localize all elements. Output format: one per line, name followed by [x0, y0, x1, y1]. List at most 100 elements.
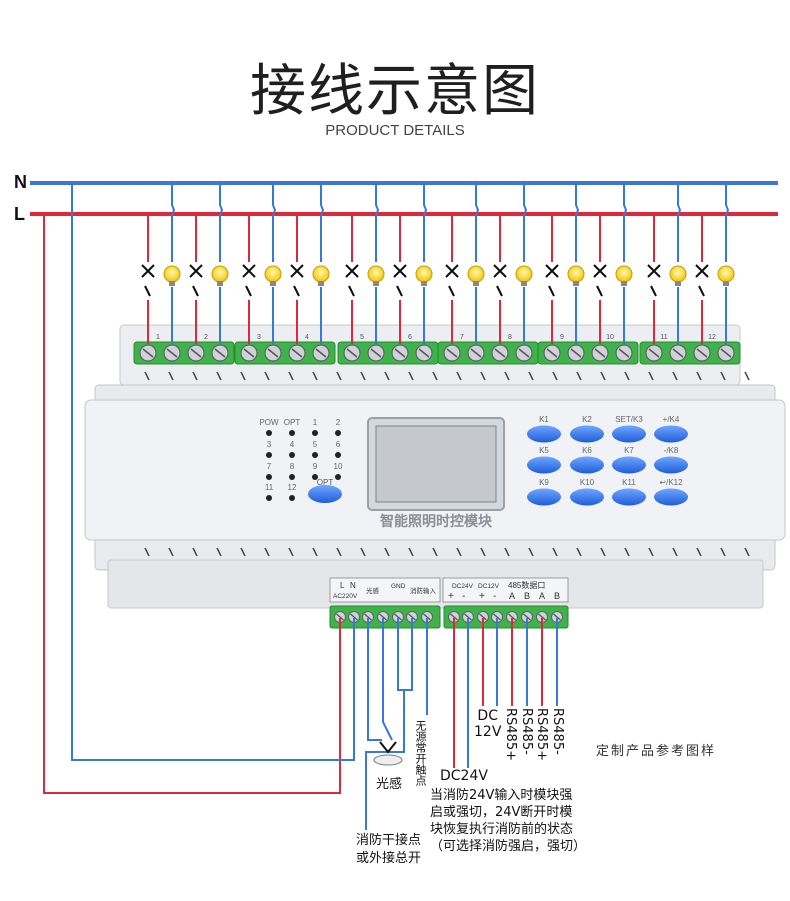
- bottom-terminal-screw-slot: [523, 613, 531, 621]
- vent-tick: [264, 371, 270, 381]
- term-label-rs485: 485数据口: [508, 580, 545, 590]
- key-button[interactable]: [654, 425, 688, 443]
- vent-tick: [696, 371, 702, 381]
- channel-neutral-wire: [171, 185, 176, 262]
- vent-tick: [288, 371, 294, 381]
- terminal-screw-slot: [291, 348, 303, 358]
- vent-tick: [264, 547, 270, 557]
- vent-tick: [720, 547, 726, 557]
- bulb-base-icon: [573, 281, 579, 286]
- bottom-terminal-screw-slot: [493, 613, 501, 621]
- switch-contact-icon: [293, 285, 300, 297]
- l-feed-wire: [43, 214, 341, 794]
- terminal-screw-slot: [648, 348, 660, 358]
- channel-neutral-wire: [272, 185, 277, 262]
- switch-contact-icon: [548, 285, 555, 297]
- key-label: K2: [582, 415, 592, 424]
- switch-icon-cross: [493, 264, 507, 278]
- rs485-minus-2-label: RS485-: [550, 708, 565, 755]
- switch-icon-cross: [695, 264, 709, 278]
- terminal-group-1: [133, 341, 235, 365]
- vent-tick: [456, 371, 462, 381]
- vent-tick: [360, 371, 366, 381]
- terminal-screw-slot: [315, 348, 327, 358]
- bulb-base-icon: [675, 281, 681, 286]
- channel-9: [545, 185, 585, 344]
- vent-tick: [600, 547, 606, 557]
- switch-contact-icon: [348, 285, 355, 297]
- channel-10: [593, 185, 633, 344]
- channel-neutral-wire: [523, 185, 528, 262]
- channel-5: [345, 185, 385, 344]
- terminal-screw-slot: [190, 348, 202, 358]
- channel-neutral-wire: [475, 185, 480, 262]
- channel-number: 3: [257, 334, 261, 341]
- bottom-terminal-screw-slot: [336, 613, 344, 621]
- key-button[interactable]: [570, 488, 604, 506]
- key-label: +/K4: [663, 415, 680, 424]
- term-label-n: N: [350, 581, 356, 590]
- rs485-minus-1-label: RS485-: [519, 708, 534, 755]
- key-button[interactable]: [527, 456, 561, 474]
- led-label: 1: [313, 418, 318, 427]
- led-label: 6: [336, 440, 341, 449]
- led-label: 7: [267, 462, 272, 471]
- terminal-screw-slot: [618, 348, 630, 358]
- channel-neutral-wire: [320, 185, 325, 262]
- channel-neutral-wire: [677, 185, 682, 262]
- channel-number: 11: [660, 334, 667, 341]
- vent-tick: [456, 547, 462, 557]
- key-button[interactable]: [527, 488, 561, 506]
- opt-button[interactable]: [308, 485, 342, 503]
- vent-tick: [504, 371, 510, 381]
- led-label: 12: [288, 483, 297, 492]
- led-indicator: [289, 495, 295, 501]
- key-button[interactable]: [570, 425, 604, 443]
- vent-tick: [168, 547, 174, 557]
- led-indicator: [266, 474, 272, 480]
- vent-tick: [192, 547, 198, 557]
- vent-tick: [240, 371, 246, 381]
- vent-tick: [744, 547, 750, 557]
- key-button[interactable]: [570, 456, 604, 474]
- key-button[interactable]: [654, 488, 688, 506]
- switch-icon-cross: [393, 264, 407, 278]
- key-button[interactable]: [612, 425, 646, 443]
- bulb-icon: [211, 265, 229, 283]
- n-feed-wire: [71, 183, 355, 761]
- key-label: -/K8: [664, 446, 679, 455]
- key-button[interactable]: [527, 425, 561, 443]
- bulb-base-icon: [723, 281, 729, 286]
- bulb-icon: [669, 265, 687, 283]
- key-button[interactable]: [612, 456, 646, 474]
- channel-7: [445, 185, 485, 344]
- terminal-group-6: [639, 341, 741, 365]
- vent-tick: [240, 547, 246, 557]
- key-label: K5: [539, 446, 549, 455]
- term-label-dc24-minus: -: [462, 591, 465, 602]
- light-sensor-icon: [373, 741, 403, 766]
- vent-tick: [528, 547, 534, 557]
- term-label-dc12: DC12V: [478, 583, 500, 590]
- bulb-base-icon: [318, 281, 324, 286]
- bottom-terminal-labels: L N AC220V 光感 GND 消防输入 DC24V DC12V 485数据…: [329, 577, 569, 603]
- vent-tick: [720, 371, 726, 381]
- key-button[interactable]: [612, 488, 646, 506]
- led-label: 2: [336, 418, 341, 427]
- bottom-terminal-screw-slot: [538, 613, 546, 621]
- terminal-screw-slot: [214, 348, 226, 358]
- key-label: ↩/K12: [659, 478, 683, 487]
- switch-contact-icon: [496, 285, 503, 297]
- key-button[interactable]: [654, 456, 688, 474]
- bulb-base-icon: [217, 281, 223, 286]
- bottom-terminal-screw-slot: [479, 613, 487, 621]
- bulb-icon: [615, 265, 633, 283]
- led-indicator: [289, 452, 295, 458]
- light-sensor-wire-2: [382, 618, 393, 741]
- switch-contact-icon: [650, 285, 657, 297]
- term-label-ac: AC220V: [333, 593, 358, 600]
- dc12-label: DC 12V: [474, 708, 502, 740]
- terminal-screw-slot: [594, 348, 606, 358]
- channel-neutral-wire: [375, 185, 380, 262]
